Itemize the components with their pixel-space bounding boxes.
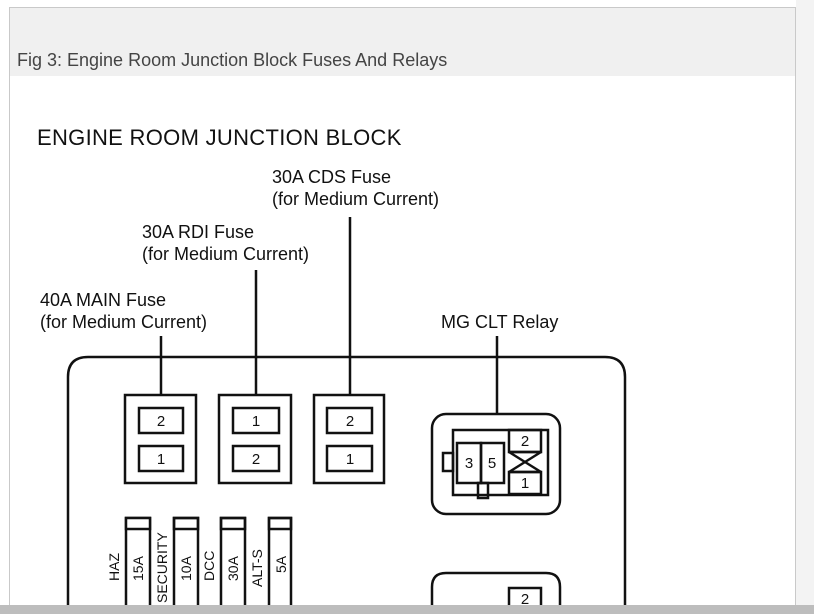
bottom-status-bar bbox=[0, 605, 814, 614]
mini-fuse-30a-cap bbox=[219, 516, 247, 531]
mini-fuse-15a-cap bbox=[124, 516, 152, 531]
figure-frame: Fig 3: Engine Room Junction Block Fuses … bbox=[9, 7, 796, 607]
fuse-main-housing bbox=[123, 393, 198, 485]
fuse-rdi-pin-top bbox=[231, 406, 281, 435]
callout-cds-line1: 30A CDS Fuse bbox=[272, 167, 392, 187]
fuse-main-bottom-number: 1 bbox=[157, 451, 165, 468]
mini-fuse-label-haz: HAZ bbox=[106, 553, 122, 581]
mini-fuse-label-30a: 30A bbox=[225, 555, 241, 581]
fuse-rdi-housing bbox=[217, 393, 293, 485]
callout-rdi-line1: 30A RDI Fuse bbox=[142, 222, 255, 242]
diagram-heading: ENGINE ROOM JUNCTION BLOCK bbox=[37, 125, 402, 150]
callout-mgclt-line1: MG CLT Relay bbox=[441, 312, 559, 332]
fuse-rdi-bottom-number: 2 bbox=[252, 451, 260, 468]
callout-rdi-line2: (for Medium Current) bbox=[142, 244, 310, 264]
mini-fuse-label-5a: 5A bbox=[273, 555, 289, 573]
relay-mgclt-tab-left bbox=[441, 451, 455, 473]
fuse-cds-pin-bottom bbox=[325, 444, 374, 473]
figure-title-bar: Fig 3: Engine Room Junction Block Fuses … bbox=[10, 8, 795, 76]
junction-block-outline bbox=[66, 355, 627, 605]
mini-fuse-label-15a: 15A bbox=[130, 555, 146, 581]
relay-lower-pin-number: 2 bbox=[521, 591, 529, 608]
relay-mgclt-pin-3-number: 3 bbox=[465, 455, 473, 472]
relay-mgclt-pin-1-number: 1 bbox=[521, 475, 529, 492]
fuse-main-pin-top bbox=[137, 406, 185, 435]
relay-mgclt-housing bbox=[430, 412, 562, 516]
figure-caption: Fig 3: Engine Room Junction Block Fuses … bbox=[17, 50, 448, 70]
relay-lower-housing bbox=[430, 571, 562, 605]
callout-main-line2: (for Medium Current) bbox=[40, 312, 208, 332]
fuse-rdi-top-number: 1 bbox=[252, 413, 260, 430]
fuse-main-pin-bottom bbox=[137, 444, 185, 473]
fuse-cds-bottom-number: 1 bbox=[346, 451, 354, 468]
relay-mgclt-pin-2-number: 2 bbox=[521, 433, 529, 450]
mini-fuse-label-dcc: DCC bbox=[201, 551, 217, 581]
fuse-cds-top-number: 2 bbox=[346, 413, 354, 430]
scrollbar-track[interactable] bbox=[796, 0, 814, 614]
mini-fuse-label-alts: ALT-S bbox=[249, 549, 265, 587]
relay-mgclt-pin-5-number: 5 bbox=[488, 455, 496, 472]
fuse-cds-housing bbox=[312, 393, 386, 485]
relay-mgclt-pin-5 bbox=[479, 441, 506, 485]
fuse-rdi-pin-bottom bbox=[231, 444, 281, 473]
callout-main-line1: 40A MAIN Fuse bbox=[40, 290, 167, 310]
mini-fuse-5a-cap bbox=[267, 516, 293, 531]
fuse-main-top-number: 2 bbox=[157, 413, 165, 430]
mini-fuse-label-10a: 10A bbox=[178, 555, 194, 581]
relay-mgclt-tab-bottom bbox=[476, 481, 490, 500]
fuse-cds-pin-top bbox=[325, 406, 374, 435]
relay-mgclt-body bbox=[451, 428, 550, 497]
mini-fuse-10a-cap bbox=[172, 516, 200, 531]
mini-fuse-label-security: SECURITY bbox=[154, 532, 170, 603]
callout-cds-line2: (for Medium Current) bbox=[272, 189, 440, 209]
